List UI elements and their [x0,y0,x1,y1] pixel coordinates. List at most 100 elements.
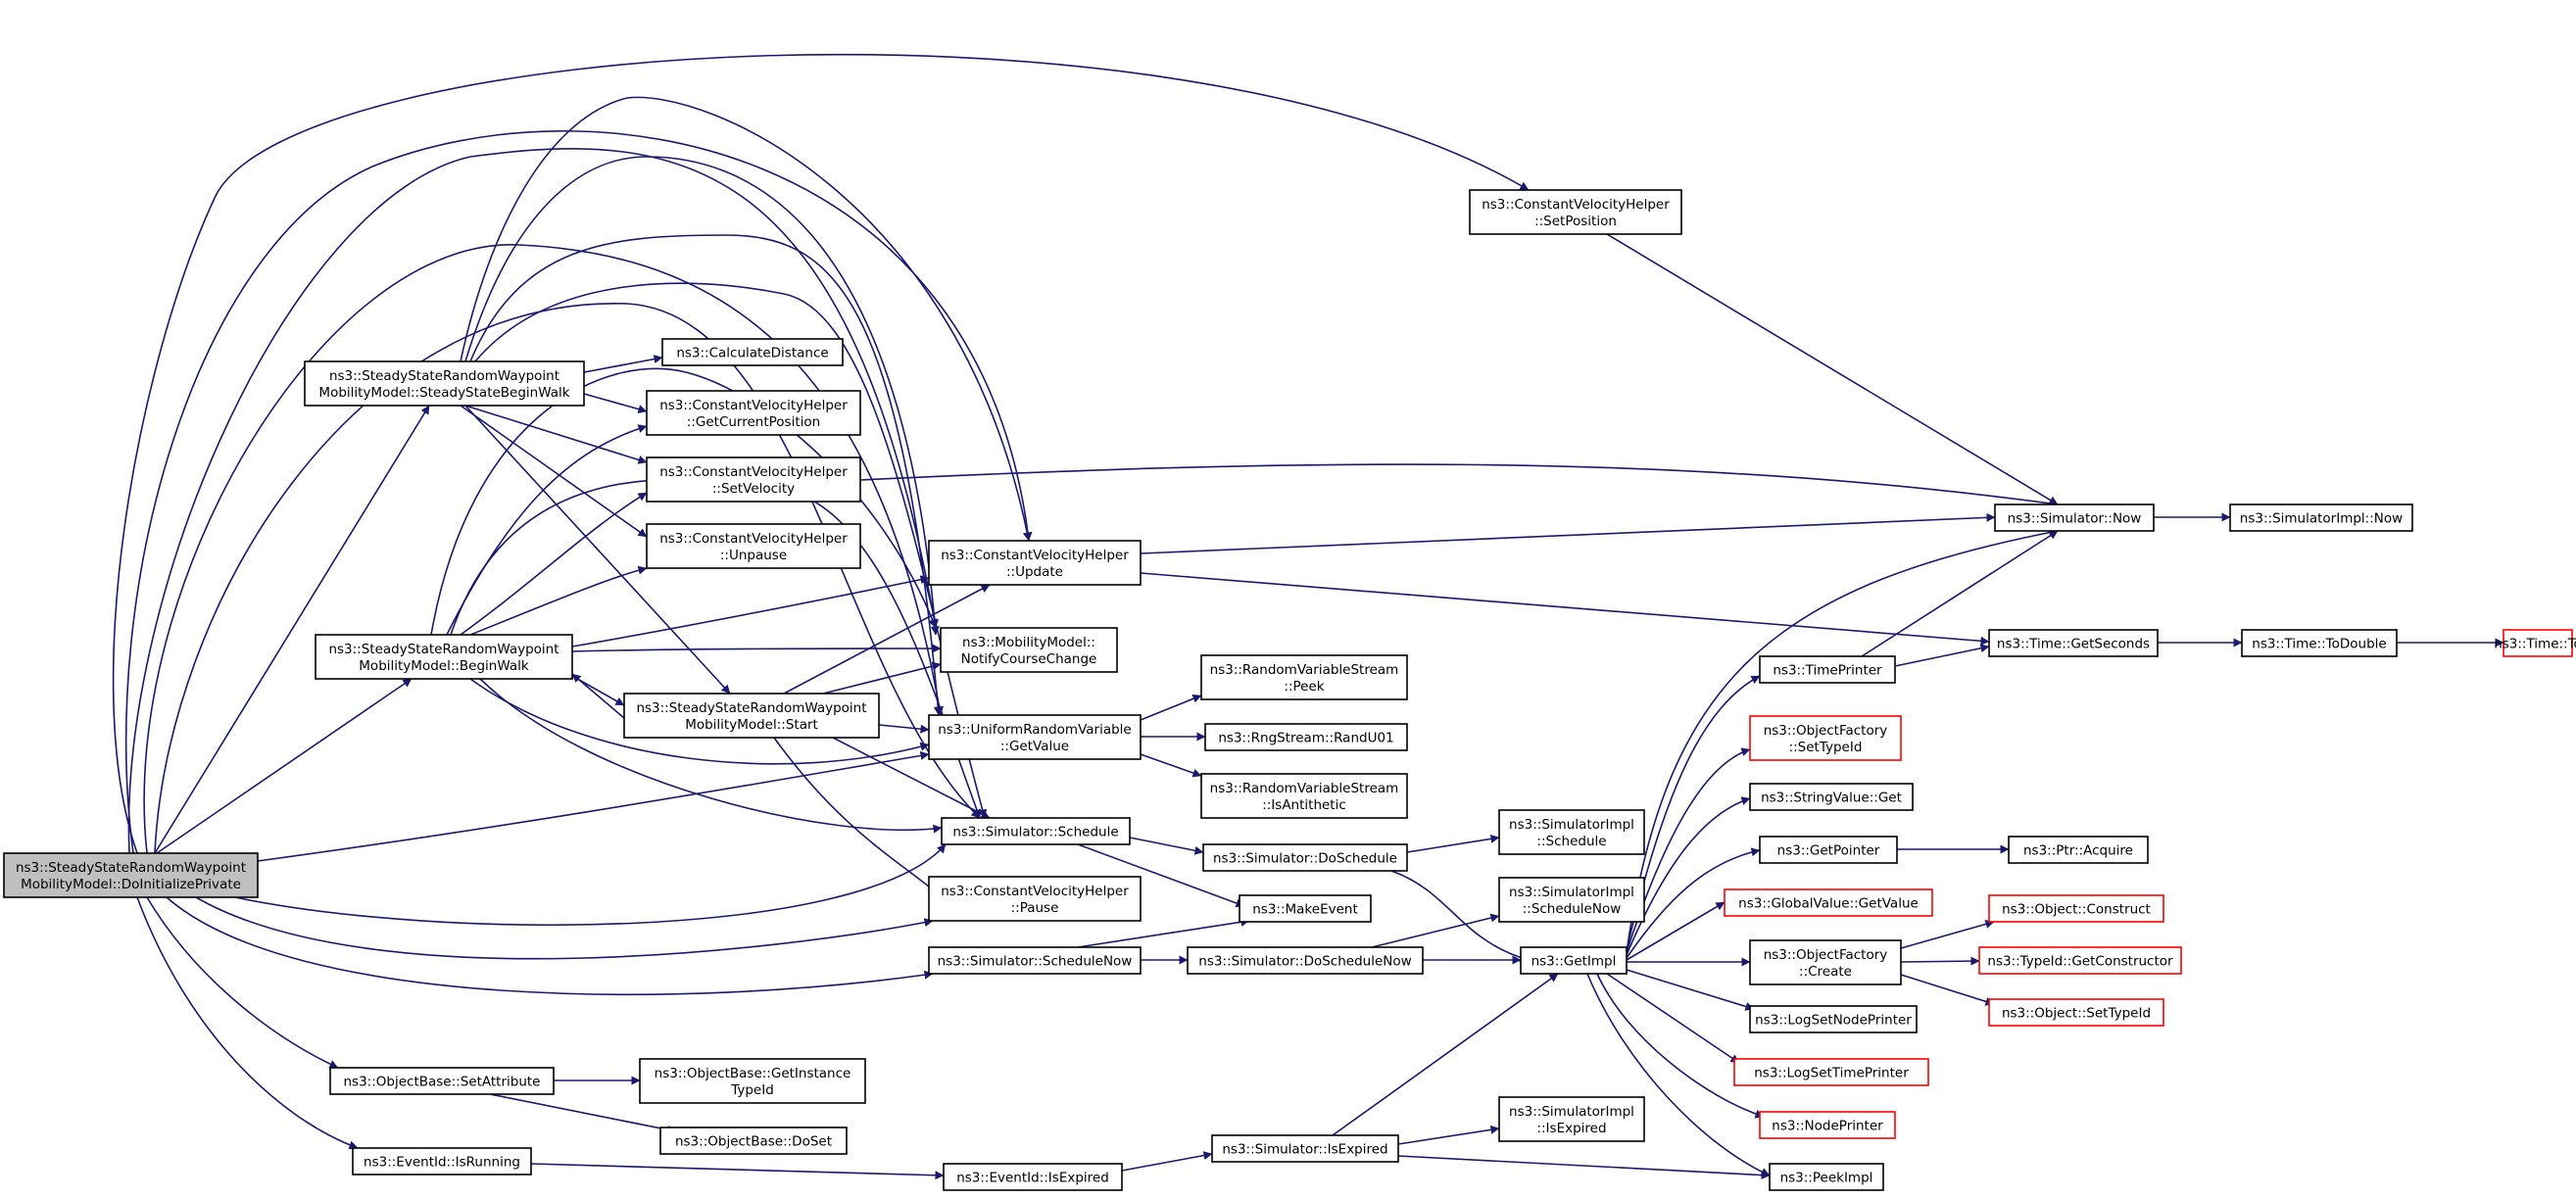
node-box [1749,1005,1918,1033]
node-simnow[interactable]: ns3::Simulator::Now [1994,504,2155,532]
call-edge-getimpl-to-nodeprinter [1596,973,1765,1119]
call-edge-start-to-update [783,584,991,695]
node-ofcreate[interactable]: ns3::ObjectFactory::Create [1749,939,1902,985]
node-label-line: ns3::GetPointer [1777,843,1880,859]
node-box [1498,877,1645,923]
call-edge-root-to-pause [195,896,934,960]
node-strget[interactable]: ns3::StringValue::Get [1749,783,1914,811]
node-pause[interactable]: ns3::ConstantVelocityHelper::Pause [928,876,1142,922]
node-unpause[interactable]: ns3::ConstantVelocityHelper::Unpause [646,523,861,569]
node-timeto[interactable]: ns3::Time::To [2494,629,2576,657]
node-getptr[interactable]: ns3::GetPointer [1759,836,1898,864]
node-doschedule[interactable]: ns3::Simulator::DoSchedule [1202,843,1408,872]
node-schedule[interactable]: ns3::Simulator::Schedule [941,817,1131,845]
node-box [1724,888,1933,917]
node-label-line: ::ScheduleNow [1523,901,1622,917]
node-simexpired[interactable]: ns3::Simulator::IsExpired [1211,1134,1399,1163]
call-edge-getimpl-to-lognode [1626,969,1755,1011]
node-label-line: ::GetCurrentPosition [687,414,820,430]
node-root[interactable]: ns3::SteadyStateRandomWaypointMobilityMo… [3,852,259,898]
node-lognode[interactable]: ns3::LogSetNodePrinter [1749,1005,1918,1033]
node-box [315,634,573,680]
call-edge-simexpired-to-implexpired [1397,1125,1500,1145]
node-nodeprinter[interactable]: ns3::NodePrinter [1759,1111,1896,1139]
node-box [1498,1096,1645,1142]
call-edge-start-to-schedule [832,737,991,819]
node-isexpired[interactable]: ns3::EventId::IsExpired [943,1163,1123,1191]
call-edge-getimpl-to-simnow [1626,528,2059,953]
node-gvget[interactable]: ns3::GlobalValue::GetValue [1724,888,1933,917]
node-implsched[interactable]: ns3::SimulatorImpl::Schedule [1498,809,1645,855]
call-edge-start-to-pause [773,737,942,897]
node-box [1994,504,2155,532]
call-edge-root-to-notify [127,148,939,854]
node-ofsettype[interactable]: ns3::ObjectFactory::SetTypeId [1749,715,1902,761]
node-label-line: ns3::ObjectFactory [1764,947,1888,963]
node-box [1759,1111,1896,1139]
node-setattr[interactable]: ns3::ObjectBase::SetAttribute [329,1067,555,1095]
node-calcdist[interactable]: ns3::CalculateDistance [661,338,844,366]
node-doset[interactable]: ns3::ObjectBase::DoSet [659,1127,848,1155]
node-objconstruct[interactable]: ns3::Object::Construct [1988,894,2164,923]
node-schednow[interactable]: ns3::Simulator::ScheduleNow [928,946,1142,975]
call-edge-beginwalk-to-notify [571,644,942,653]
node-todouble[interactable]: ns3::Time::ToDouble [2241,629,2398,657]
node-notify[interactable]: ns3::MobilityModel::NotifyCourseChange [940,627,1118,673]
node-getimpl[interactable]: ns3::GetImpl [1520,946,1628,975]
node-getctor[interactable]: ns3::TypeId::GetConstructor [1978,946,2182,975]
node-start[interactable]: ns3::SteadyStateRandomWaypointMobilityMo… [623,693,880,739]
node-label-line: ns3::TypeId::GetConstructor [1987,954,2173,970]
call-edge-root-to-getvalue [257,750,930,862]
call-edge-start-to-notify [822,661,942,695]
node-label-line: ns3::ConstantVelocityHelper [659,464,848,480]
node-getseconds[interactable]: ns3::Time::GetSeconds [1988,629,2159,657]
node-label-line: ns3::Simulator::ScheduleNow [938,954,1133,970]
node-box [943,1163,1123,1191]
node-update[interactable]: ns3::ConstantVelocityHelper::Update [928,540,1142,586]
node-isrunning[interactable]: ns3::EventId::IsRunning [352,1147,532,1175]
node-isanti[interactable]: ns3::RandomVariableStream::IsAntithetic [1200,773,1408,819]
node-logtime[interactable]: ns3::LogSetTimePrinter [1733,1058,1929,1086]
node-box [3,852,259,898]
node-label-line: ns3::Time::ToDouble [2252,637,2386,652]
node-label-line: ns3::TimePrinter [1773,663,1882,679]
node-acquire[interactable]: ns3::Ptr::Acquire [2008,836,2149,864]
node-timeprinter[interactable]: ns3::TimePrinter [1759,655,1896,684]
node-getvalue[interactable]: ns3::UniformRandomVariable::GetValue [928,714,1142,760]
node-peek[interactable]: ns3::RandomVariableStream::Peek [1200,654,1408,700]
node-box [928,876,1142,922]
node-sswalk[interactable]: ns3::SteadyStateRandomWaypointMobilityMo… [304,360,585,407]
node-implschednow[interactable]: ns3::SimulatorImpl::ScheduleNow [1498,877,1645,923]
call-edge-schedule-to-doschedule [1129,837,1204,855]
node-makeevent[interactable]: ns3::MakeEvent [1239,894,1372,923]
node-label-line: ns3::RandomVariableStream [1210,662,1399,678]
node-randu01[interactable]: ns3::RngStream::RandU01 [1204,723,1408,751]
node-label-line: ns3::LogSetNodePrinter [1755,1013,1912,1029]
node-box [928,540,1142,586]
call-edge-getimpl-to-strget [1626,796,1751,956]
call-edge-root-to-isrunning [136,896,359,1150]
node-beginwalk[interactable]: ns3::SteadyStateRandomWaypointMobilityMo… [315,634,573,680]
node-objsettype[interactable]: ns3::Object::SetTypeId [1988,998,2164,1027]
call-edge-root-to-setattr [146,896,339,1069]
call-edge-update-to-getseconds [1140,572,1990,646]
node-box [1988,998,2164,1027]
node-label-line: ns3::PeekImpl [1780,1171,1873,1186]
node-peekimpl[interactable]: ns3::PeekImpl [1769,1163,1884,1191]
node-label-line: ns3::SimulatorImpl::Now [2240,511,2403,527]
node-label-line: ns3::ConstantVelocityHelper [1482,197,1670,213]
node-box [1520,946,1628,975]
node-implnow[interactable]: ns3::SimulatorImpl::Now [2229,504,2413,532]
call-edge-sswalk-to-unpause [460,405,648,538]
node-implexpired[interactable]: ns3::SimulatorImpl::IsExpired [1498,1096,1645,1142]
node-box [1759,655,1896,684]
node-box [352,1147,532,1175]
call-edge-sswalk-to-setvel [464,405,648,464]
call-edge-update-to-simnow [1140,512,1996,554]
node-setvel[interactable]: ns3::ConstantVelocityHelper::SetVelocity [646,456,861,503]
node-doschednow[interactable]: ns3::Simulator::DoScheduleNow [1187,946,1424,975]
node-setpos[interactable]: ns3::ConstantVelocityHelper::SetPosition [1469,189,1682,235]
node-getcurpos[interactable]: ns3::ConstantVelocityHelper::GetCurrentP… [646,390,861,436]
node-label-line: ns3::CalculateDistance [676,346,828,361]
